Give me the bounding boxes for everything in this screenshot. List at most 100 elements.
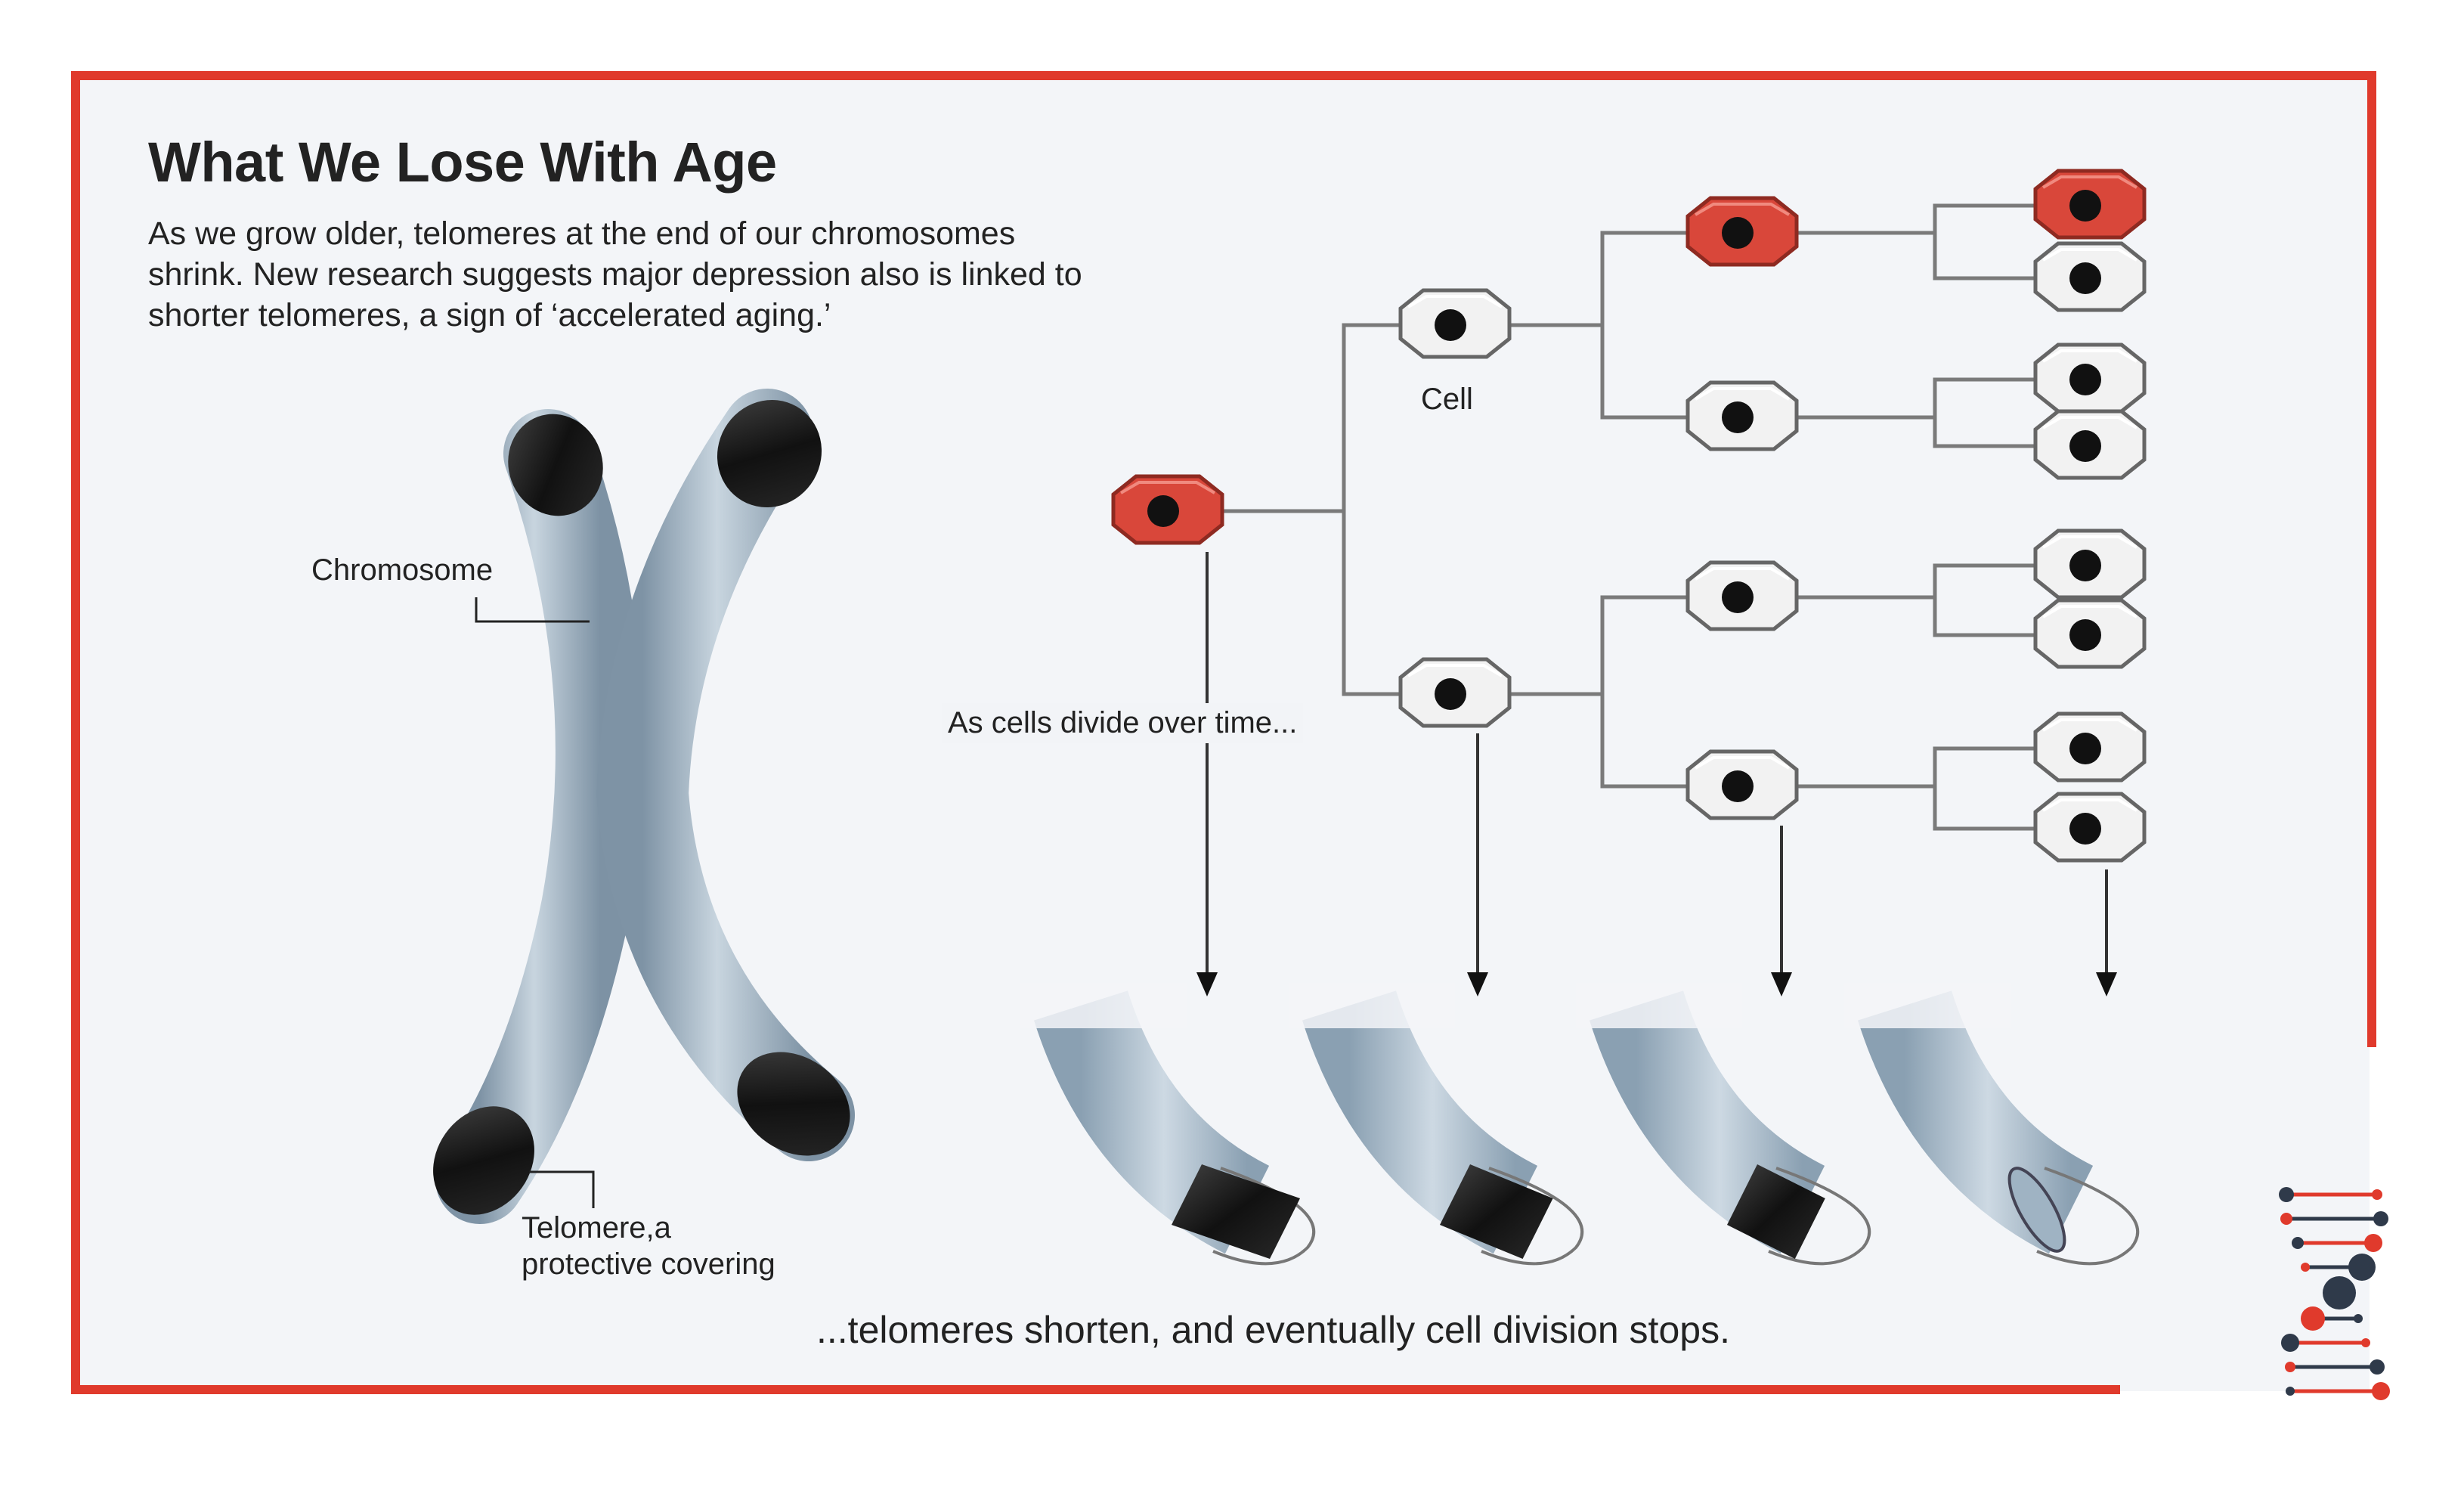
telomere-outline <box>1768 1167 1871 1266</box>
cell-nucleus <box>1147 495 1179 527</box>
dna-node <box>2301 1263 2310 1272</box>
segment-fade <box>1289 983 1455 1028</box>
cell-icon <box>2033 598 2147 669</box>
arrow-head <box>1467 972 1488 996</box>
telomere-segment <box>1576 983 1871 1266</box>
division-line <box>1933 746 2045 831</box>
cell-highlight <box>1694 567 1791 581</box>
dna-node <box>2323 1276 2356 1309</box>
arrow-head <box>1196 972 1218 996</box>
dna-node <box>2361 1338 2370 1347</box>
cell-highlight <box>2041 416 2138 429</box>
telomere-label-line1: Telomere,a <box>522 1211 671 1244</box>
conclusion-text: ...telomeres shorten, and eventually cel… <box>816 1309 1730 1351</box>
cell-nucleus <box>2069 619 2101 651</box>
cell-highlight <box>1694 756 1791 770</box>
cell-icon <box>2033 711 2147 783</box>
dna-node <box>2286 1387 2295 1396</box>
cell-nucleus <box>1435 678 1466 710</box>
cell-tree <box>1111 169 2147 863</box>
arrow-head <box>1771 972 1792 996</box>
cell-nucleus <box>1722 217 1754 249</box>
segment-fade <box>1844 983 2011 1028</box>
chromosome-illustration <box>433 389 855 1224</box>
cell-highlight <box>1119 481 1216 494</box>
cell-highlight <box>1407 295 1503 308</box>
time-arrows <box>1196 552 2117 996</box>
division-line <box>1933 563 2045 637</box>
dna-node <box>2373 1211 2388 1226</box>
cell-highlight <box>2041 798 2138 812</box>
dna-node <box>2354 1314 2363 1323</box>
cell-nucleus <box>2069 190 2101 222</box>
division-line <box>1933 203 2045 280</box>
cell-icon <box>2033 241 2147 312</box>
telomere-label: Telomere,a protective covering <box>522 1210 775 1282</box>
telomere-cap <box>1440 1164 1553 1259</box>
telomere-segment <box>1020 983 1316 1266</box>
cell-highlight <box>2041 605 2138 618</box>
telomere-cap <box>1727 1164 1825 1259</box>
cell-highlight <box>2041 248 2138 262</box>
cell-icon <box>1685 560 1799 631</box>
division-line <box>1600 595 1697 789</box>
cell-highlight <box>2041 718 2138 732</box>
division-line <box>1600 231 1697 420</box>
dna-node <box>2364 1234 2382 1252</box>
telomere-segment <box>1844 983 2140 1266</box>
segment-fade <box>1576 983 1742 1028</box>
division-line <box>1342 323 1410 696</box>
chromosome-arm-back <box>435 409 645 1224</box>
telomere-outline <box>1481 1167 1584 1266</box>
cell-nucleus <box>1435 309 1466 341</box>
telomere-cap <box>1172 1164 1300 1259</box>
cell-icon <box>1685 749 1799 820</box>
telomere-cap <box>717 399 822 508</box>
telomere-cap <box>433 1106 534 1215</box>
cell-highlight <box>1407 664 1503 677</box>
division-lines <box>1213 203 2045 831</box>
dna-node <box>2280 1213 2292 1225</box>
dna-node <box>2372 1189 2382 1200</box>
cell-icon <box>1398 288 1512 359</box>
cell-nucleus <box>2069 733 2101 764</box>
cell-nucleus <box>1722 401 1754 433</box>
cell-icon <box>2033 169 2147 240</box>
telomere-cap <box>737 1052 850 1156</box>
cell-highlight <box>2041 175 2138 189</box>
dna-node <box>2285 1362 2295 1372</box>
cell-icon <box>1685 196 1799 267</box>
segment-fade <box>1020 983 1187 1028</box>
dna-decoration-icon <box>2279 1187 2390 1400</box>
dna-node <box>2348 1254 2376 1281</box>
cell-icon <box>1398 657 1512 728</box>
exposed-end <box>2007 1167 2066 1253</box>
telomere-cap <box>508 414 603 516</box>
cells-divide-label: As cells divide over time... <box>942 703 1304 743</box>
cell-icon <box>2033 792 2147 863</box>
cell-label: Cell <box>1421 383 1473 416</box>
cell-nucleus <box>2069 364 2101 395</box>
dna-node <box>2370 1359 2385 1375</box>
cell-nucleus <box>1722 770 1754 802</box>
cell-highlight <box>2041 535 2138 549</box>
telomere-outline <box>2036 1167 2140 1266</box>
cell-icon <box>1685 380 1799 451</box>
cell-nucleus <box>2069 430 2101 462</box>
dna-node <box>2292 1237 2304 1249</box>
chromosome-callout-line <box>475 597 590 623</box>
cell-highlight <box>1694 203 1791 216</box>
dna-node <box>2372 1382 2390 1400</box>
arrow-head <box>2096 972 2117 996</box>
cell-highlight <box>1694 387 1791 401</box>
telomere-label-line2: protective covering <box>522 1248 775 1281</box>
frame-border <box>71 71 2376 1394</box>
intro-text: As we grow older, telomeres at the end o… <box>148 215 1082 333</box>
cell-icon <box>2033 528 2147 600</box>
cell-highlight <box>2041 349 2138 363</box>
dna-node <box>2279 1187 2294 1202</box>
chromosome-label: Chromosome <box>311 553 494 587</box>
cell-nucleus <box>2069 550 2101 581</box>
cell-icon <box>2033 409 2147 480</box>
